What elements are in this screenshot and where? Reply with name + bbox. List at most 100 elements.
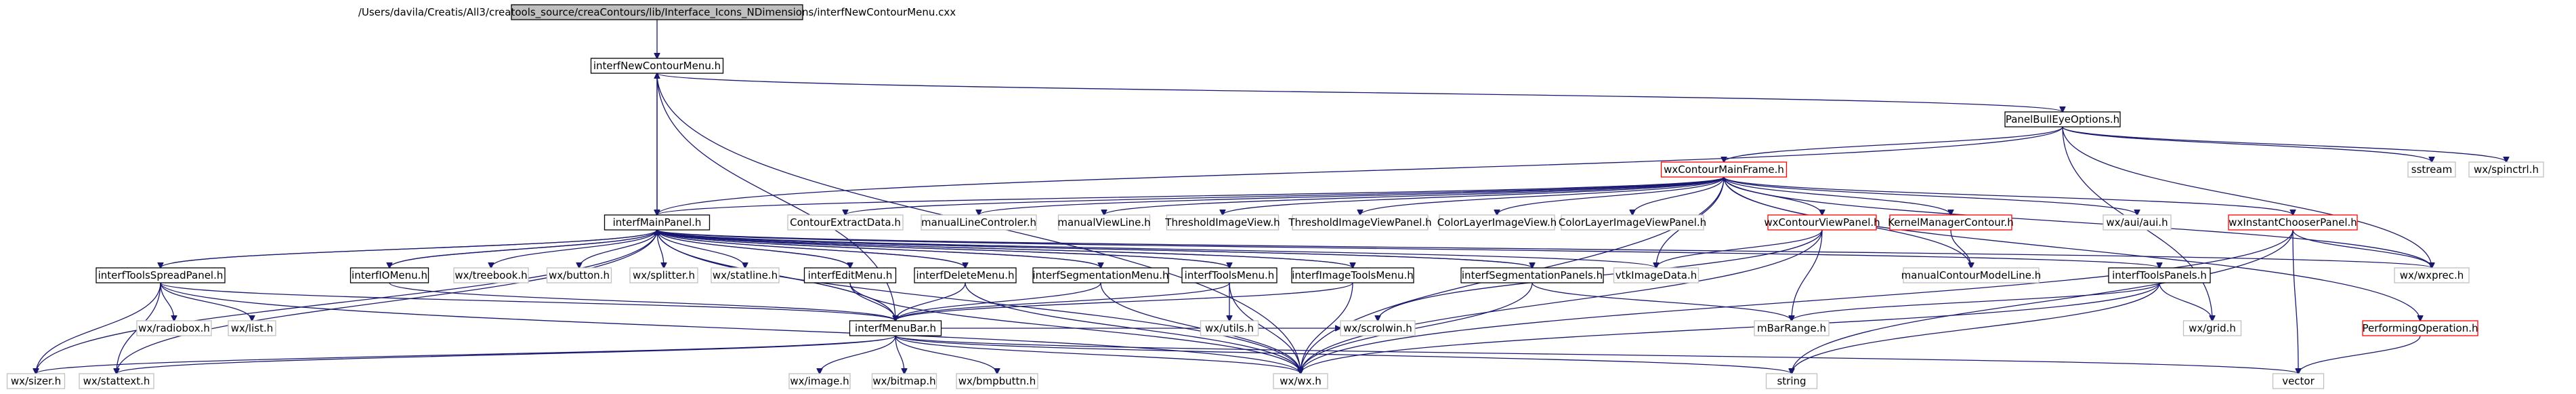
node-interfNewContourMenu[interactable]: interfNewContourMenu.h xyxy=(590,58,724,74)
node-label: wx/grid.h xyxy=(2189,322,2236,334)
node-box xyxy=(1057,214,1151,231)
edge-wxContourMainFrame-to-ContourExtractData xyxy=(845,176,1725,215)
node-wxContourMainFrame[interactable]: wxContourMainFrame.h xyxy=(1660,161,1788,178)
node-box xyxy=(1903,267,2040,283)
node-box xyxy=(2182,320,2242,336)
node-ColorLayerImageView: ColorLayerImageView.h xyxy=(1437,214,1557,231)
edge-wxContourMainFrame-to-KernelManagerContour xyxy=(1723,176,1951,215)
node-ContourExtractData: ContourExtractData.h xyxy=(787,214,904,231)
edge-interfSegmentationPanels-to-wxwx xyxy=(1301,282,1533,374)
node-wxutils: wx/utils.h xyxy=(1200,320,1259,336)
node-KernelManagerContour[interactable]: KernelManagerContour.h xyxy=(1888,214,2014,231)
edge-interfSegmentationMenu-to-interfMainPanel xyxy=(657,230,1101,269)
edge-wxContourMainFrame-to-ThresholdImageView xyxy=(1223,176,1725,215)
node-PanelBullEyeOptions[interactable]: PanelBullEyeOptions.h xyxy=(2004,111,2121,127)
node-label: wx/treebook.h xyxy=(455,269,527,281)
node-box xyxy=(1561,214,1704,231)
node-box xyxy=(2394,267,2470,283)
node-interfSegmentationMenu[interactable]: interfSegmentationMenu.h xyxy=(1032,267,1169,283)
node-label: interfToolsSpreadPanel.h xyxy=(98,269,224,281)
node-label: interfDeleteMenu.h xyxy=(916,269,1015,281)
edge-interfToolsPanels-to-wxgrid xyxy=(2159,282,2212,321)
edge-wxContourMainFrame-to-wxauiaui xyxy=(1723,176,2137,215)
node-label: wx/wx.h xyxy=(1280,375,1322,387)
node-box xyxy=(1754,320,1830,336)
edge-interfDeleteMenu-to-interfMenuBar xyxy=(895,282,966,321)
node-label: ThresholdImageView.h xyxy=(1164,216,1280,229)
edge-interfMainPanel-to-wxbutton xyxy=(579,229,658,268)
node-label: wx/spinctrl.h xyxy=(2474,163,2539,176)
node-box xyxy=(2103,214,2172,231)
node-label: string xyxy=(1777,375,1806,387)
node-box xyxy=(453,267,529,283)
node-box xyxy=(803,267,897,283)
edge-KernelManagerContour-to-manualContourModelLine xyxy=(1950,229,1971,268)
node-root[interactable]: /Users/davila/Creatis/All3/creatools_sou… xyxy=(358,4,956,20)
edge-interfSegmentationPanels-to-interfMainPanel xyxy=(657,230,1533,269)
node-label: KernelManagerContour.h xyxy=(1888,216,2014,229)
node-wxsplitter: wx/splitter.h xyxy=(629,267,698,283)
edge-PanelBullEyeOptions-to-interfMainPanel xyxy=(657,126,2063,215)
node-interfDeleteMenu[interactable]: interfDeleteMenu.h xyxy=(914,267,1017,283)
edge-PanelBullEyeOptions-to-wxspinctrl xyxy=(2062,126,2506,162)
node-interfMainPanel[interactable]: interfMainPanel.h xyxy=(604,214,711,231)
edge-PerformingOperation-to-vector xyxy=(2298,335,2421,374)
node-box xyxy=(1291,267,1414,283)
node-label: wx/bmpbuttn.h xyxy=(958,375,1036,387)
node-label: interfImageToolsMenu.h xyxy=(1292,269,1414,281)
node-box xyxy=(96,267,226,283)
node-label: interfNewContourMenu.h xyxy=(593,60,721,72)
node-interfEditMenu[interactable]: interfEditMenu.h xyxy=(803,267,897,283)
edge-interfToolsMenu-to-interfMainPanel xyxy=(657,230,1230,269)
edge-interfToolsSpreadPanel-to-interfMainPanel xyxy=(160,230,657,269)
node-box xyxy=(787,214,904,231)
node-wxstattext: wx/stattext.h xyxy=(79,373,154,389)
edge-interfToolsSpreadPanel-to-wxsizer xyxy=(36,282,161,374)
edge-interfMenuBar-to-wxwx xyxy=(895,335,1301,374)
node-box xyxy=(711,267,780,283)
node-box xyxy=(914,267,1017,283)
edge-interfMenuBar-to-wximage xyxy=(820,335,896,374)
edge-interfDeleteMenu-to-interfMainPanel xyxy=(657,230,966,269)
node-wxradiobox: wx/radiobox.h xyxy=(136,320,212,336)
node-interfImageToolsMenu[interactable]: interfImageToolsMenu.h xyxy=(1291,267,1414,283)
edge-interfIOMenu-to-interfMenuBar xyxy=(389,282,895,321)
edge-interfImageToolsMenu-to-interfMainPanel xyxy=(657,230,1353,269)
node-vector: vector xyxy=(2272,373,2325,389)
node-label: interfToolsMenu.h xyxy=(1185,269,1275,281)
edge-wxContourViewPanel-to-mBarRange xyxy=(1792,229,1823,321)
node-interfIOMenu[interactable]: interfIOMenu.h xyxy=(350,267,429,283)
node-wxContourViewPanel[interactable]: wxContourViewPanel.h xyxy=(1764,214,1880,231)
node-manualContourModelLine: manualContourModelLine.h xyxy=(1901,267,2041,283)
node-label: wxContourViewPanel.h xyxy=(1764,216,1880,229)
edge-interfNewContourMenu-to-interfMenuBar xyxy=(656,73,895,321)
node-interfToolsSpreadPanel[interactable]: interfToolsSpreadPanel.h xyxy=(96,267,226,283)
node-wximage: wx/image.h xyxy=(788,373,851,389)
edge-interfEditMenu-to-interfMenuBar xyxy=(849,282,895,321)
node-label: interfIOMenu.h xyxy=(352,269,427,281)
node-box xyxy=(849,320,942,336)
node-box xyxy=(1660,161,1788,178)
node-wxInstantChooserPanel[interactable]: wxInstantChooserPanel.h xyxy=(2228,214,2358,231)
node-sstream: sstream xyxy=(2407,161,2456,178)
node-interfSegmentationPanels[interactable]: interfSegmentationPanels.h xyxy=(1460,267,1604,283)
edge-interfMainPanel-to-wxwxprec xyxy=(656,229,2432,268)
node-box xyxy=(511,4,803,20)
edge-interfMainPanel-to-interfToolsPanels xyxy=(656,229,2159,268)
node-interfMenuBar[interactable]: interfMenuBar.h xyxy=(849,320,942,336)
node-box xyxy=(2272,373,2325,389)
node-PerformingOperation[interactable]: PerformingOperation.h xyxy=(2362,320,2478,336)
node-box xyxy=(871,373,937,389)
node-interfToolsPanels[interactable]: interfToolsPanels.h xyxy=(2108,267,2211,283)
node-label: wx/radiobox.h xyxy=(138,322,210,334)
node-box xyxy=(1181,267,1278,283)
node-label: interfSegmentationMenu.h xyxy=(1032,269,1168,281)
node-box xyxy=(2468,161,2544,178)
node-interfToolsMenu[interactable]: interfToolsMenu.h xyxy=(1181,267,1278,283)
node-label: interfMainPanel.h xyxy=(613,216,702,229)
node-box xyxy=(788,373,851,389)
node-label: wx/scrolwin.h xyxy=(1343,322,1412,334)
edge-interfToolsSpreadPanel-to-interfMenuBar xyxy=(160,282,895,321)
node-label: wx/aui/aui.h xyxy=(2106,216,2168,229)
node-label: wxInstantChooserPanel.h xyxy=(2229,216,2357,229)
